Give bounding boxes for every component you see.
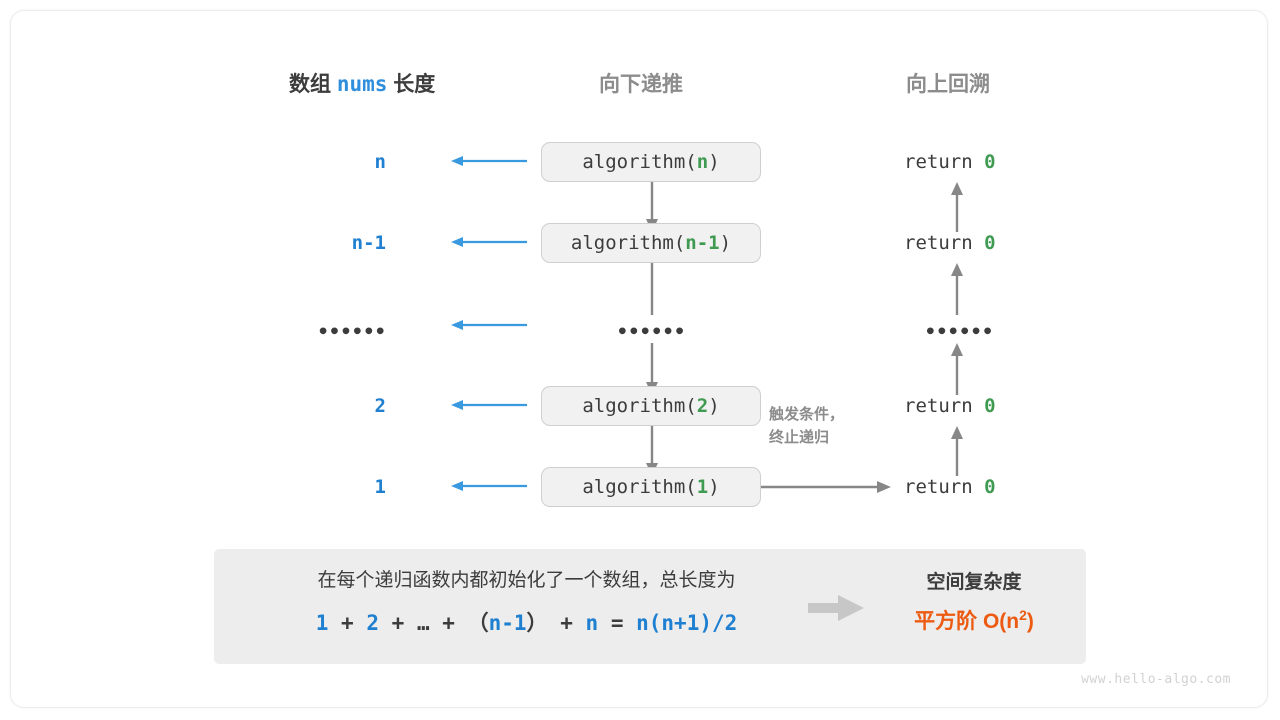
- call-arg-row-1: n: [696, 151, 709, 173]
- down-line-2-to-dots: [650, 263, 654, 315]
- return-text-row-1: return: [904, 151, 985, 173]
- return-label-row-1: return 0: [904, 151, 996, 173]
- complexity-exponent: 2: [1019, 607, 1027, 623]
- formula-term-2: 2: [366, 611, 379, 635]
- formula-equals: =: [610, 611, 624, 635]
- formula-term-4: n-1: [488, 611, 527, 635]
- blue-arrow-row-5: [451, 481, 527, 491]
- call-prefix-row-2: algorithm(: [570, 232, 686, 254]
- up-arrow-2val-to-dots: [951, 343, 963, 395]
- call-box-row-5[interactable]: algorithm(1): [541, 467, 761, 507]
- return-value-row-1: 0: [984, 151, 996, 173]
- formula-op-1: +: [341, 611, 354, 635]
- formula-op-2: +: [391, 611, 405, 635]
- call-suffix-row-5: ): [708, 476, 720, 498]
- complexity-bigo: O(n: [982, 610, 1020, 633]
- formula-term-1: 1: [315, 611, 329, 635]
- length-label-row-4: 2: [374, 395, 386, 417]
- diagram-card: 数组 nums 长度 向下递推 向上回溯 n algorithm(n) retu…: [10, 10, 1268, 708]
- return-label-row-2: return 0: [904, 232, 996, 254]
- return-text-row-5: return: [904, 476, 985, 498]
- formula-result: n(n+1)/2: [636, 611, 738, 635]
- call-box-row-2[interactable]: algorithm(n-1): [541, 223, 761, 263]
- formula-ellipsis: …: [416, 611, 430, 635]
- column-header-recurse-down: 向下递推: [599, 73, 683, 96]
- header-left-suffix: 长度: [393, 73, 436, 96]
- call-box-row-1[interactable]: algorithm(n): [541, 142, 761, 182]
- complexity-order-name: 平方阶: [914, 610, 978, 633]
- length-label-row-1: n: [374, 151, 386, 173]
- formula-op-3: +: [442, 611, 455, 635]
- blue-arrow-row-3: [451, 320, 527, 330]
- call-arg-row-4: 2: [696, 395, 709, 417]
- header-left-prefix: 数组: [289, 73, 331, 96]
- call-suffix-row-2: ): [719, 232, 732, 254]
- return-label-row-4: return 0: [904, 395, 996, 417]
- call-box-row-4[interactable]: algorithm(2): [541, 386, 761, 426]
- formula-term-5: n: [585, 611, 599, 635]
- return-value-row-2: 0: [984, 232, 996, 254]
- space-complexity-title: 空间复杂度: [926, 572, 1022, 593]
- ellipsis-calls: ••••••: [616, 321, 686, 343]
- call-prefix-row-1: algorithm(: [582, 151, 697, 173]
- ellipsis-returns: ••••••: [924, 321, 994, 343]
- call-suffix-row-4: ): [708, 395, 720, 417]
- formula-op-4: +: [560, 611, 573, 635]
- blue-arrow-row-4: [451, 400, 527, 410]
- column-header-return-up: 向上回溯: [906, 73, 990, 96]
- base-case-arrow: [761, 481, 891, 493]
- formula-right-paren: ）: [526, 611, 548, 635]
- length-label-row-2: n-1: [351, 232, 386, 254]
- column-header-array-length: 数组 nums 长度: [289, 68, 435, 98]
- up-arrow-dots-to-2: [951, 263, 963, 315]
- termination-note-line-1: 触发条件，: [769, 406, 845, 423]
- return-text-row-2: return: [904, 232, 985, 254]
- up-arrow-2-to-1: [951, 182, 963, 232]
- summary-description: 在每个递归函数内都初始化了一个数组，总长度为: [317, 570, 736, 591]
- termination-note-line-2: 终止递归: [769, 429, 830, 447]
- formula-left-paren: （: [467, 611, 489, 635]
- watermark: www.hello-algo.com: [1081, 672, 1231, 687]
- ellipsis-length: ••••••: [317, 321, 386, 343]
- blue-arrow-row-2: [451, 237, 527, 247]
- length-label-row-5: 1: [374, 476, 386, 498]
- call-arg-row-2: n-1: [685, 232, 720, 254]
- up-arrow-1-to-2: [951, 426, 963, 476]
- return-text-row-4: return: [904, 395, 985, 417]
- termination-note: 触发条件， 终止递归: [769, 403, 844, 450]
- return-value-row-5: 0: [984, 476, 996, 498]
- call-suffix-row-1: ): [708, 151, 720, 173]
- call-prefix-row-4: algorithm(: [582, 395, 697, 417]
- return-value-row-4: 0: [984, 395, 996, 417]
- header-left-code: nums: [336, 72, 388, 96]
- return-label-row-5: return 0: [904, 476, 996, 498]
- call-prefix-row-5: algorithm(: [582, 476, 697, 498]
- space-complexity-value: 平方阶 O(n2): [874, 605, 1074, 635]
- complexity-close-paren: ): [1026, 610, 1034, 633]
- summary-formula: 1 + 2 + … + （n-1） + n = n(n+1)/2: [244, 607, 809, 637]
- summary-panel: 在每个递归函数内都初始化了一个数组，总长度为 1 + 2 + … + （n-1）…: [214, 549, 1086, 664]
- blue-arrow-row-1: [451, 156, 527, 166]
- call-arg-row-5: 1: [696, 476, 709, 498]
- result-arrow-icon: [808, 595, 864, 621]
